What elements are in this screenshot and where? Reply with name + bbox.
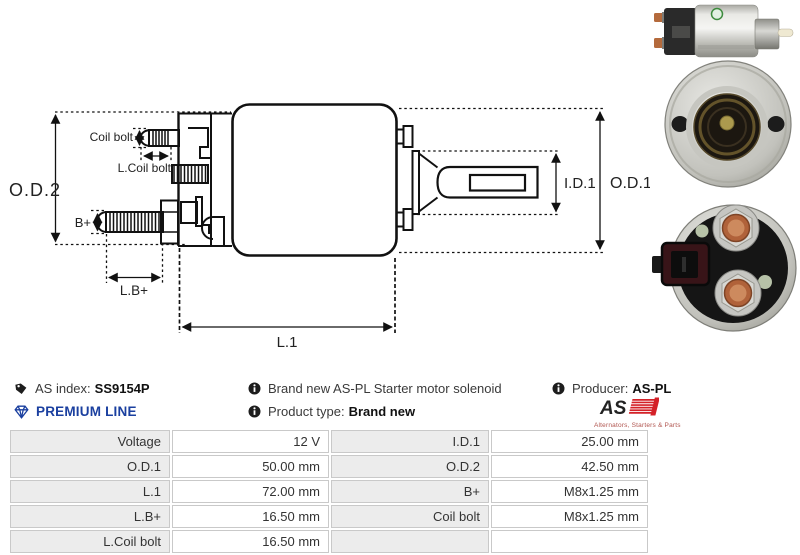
- diamond-icon: [14, 405, 29, 419]
- dim-label-id1: I.D.1: [564, 175, 596, 192]
- plunger-shaft-outline: [436, 165, 539, 199]
- dimension-diagram: O.D.2 Coil bolt L.Coil bolt B+ L.B+ L.1 …: [9, 103, 650, 351]
- spec-label-od1: O.D.1: [10, 455, 170, 478]
- brand-logo: AS Alternators, Starters & Parts: [594, 397, 681, 429]
- producer-row: Producer:AS-PL: [552, 381, 671, 396]
- spec-value-id1: 25.00 mm: [491, 430, 648, 453]
- spec-label-b-plus: B+: [331, 480, 489, 503]
- spec-table: Voltage 12 V I.D.1 25.00 mm O.D.1 50.00 …: [10, 430, 648, 553]
- as-index-row: AS index:SS9154P: [14, 381, 150, 396]
- spec-value-l-coil-bolt: 16.50 mm: [172, 530, 329, 553]
- dim-label-l-coil-bolt: L.Coil bolt: [118, 161, 172, 175]
- product-type-value: Brand new: [348, 404, 416, 419]
- dim-label-coil-bolt: Coil bolt: [90, 130, 134, 144]
- spec-label-id1: I.D.1: [331, 430, 489, 453]
- photo-solenoid-back: [652, 204, 797, 332]
- spec-value-voltage: 12 V: [172, 430, 329, 453]
- spec-value-od2: 42.50 mm: [491, 455, 648, 478]
- dim-label-od1: O.D.1: [610, 175, 650, 192]
- product-photos: [652, 4, 797, 332]
- producer-value: AS-PL: [632, 381, 672, 396]
- info-icon: [248, 405, 261, 418]
- dim-label-l1: L.1: [277, 334, 298, 351]
- spec-label-l-b-plus: L.B+: [10, 505, 170, 528]
- spec-label-coil-bolt: Coil bolt: [331, 505, 489, 528]
- product-type-label: Product type:: [268, 404, 345, 419]
- solenoid-body-outline: [231, 103, 398, 257]
- spec-label-od2: O.D.2: [331, 455, 489, 478]
- photo-flange-front: [664, 60, 792, 188]
- info-icon: [552, 382, 565, 395]
- spec-label-voltage: Voltage: [10, 430, 170, 453]
- description-row: Brand new AS-PL Starter motor solenoid: [248, 381, 502, 396]
- product-type-row: Product type:Brand new: [248, 404, 415, 419]
- tag-icon: [15, 382, 27, 394]
- spec-value-b-plus: M8x1.25 mm: [491, 480, 648, 503]
- spec-value-empty: [491, 530, 648, 553]
- as-logo-text: AS: [599, 398, 627, 419]
- premium-line-label: PREMIUM LINE: [36, 404, 137, 419]
- dim-label-l-b-plus: L.B+: [120, 283, 148, 298]
- premium-line-row: PREMIUM LINE: [14, 404, 137, 419]
- spec-value-od1: 50.00 mm: [172, 455, 329, 478]
- dim-label-b-plus: B+: [75, 215, 91, 230]
- photo-solenoid-side: [654, 4, 794, 58]
- spec-value-coil-bolt: M8x1.25 mm: [491, 505, 648, 528]
- spec-label-empty: [331, 530, 489, 553]
- product-description: Brand new AS-PL Starter motor solenoid: [268, 381, 502, 396]
- info-icon: [248, 382, 261, 395]
- spec-value-l-b-plus: 16.50 mm: [172, 505, 329, 528]
- dim-label-od2: O.D.2: [9, 180, 61, 200]
- spec-label-l-coil-bolt: L.Coil bolt: [10, 530, 170, 553]
- as-logo-caption: Alternators, Starters & Parts: [594, 422, 681, 429]
- as-index-value: SS9154P: [94, 381, 150, 396]
- producer-label: Producer:: [572, 381, 629, 396]
- as-index-label: AS index:: [35, 381, 91, 396]
- as-logo-icon: AS: [599, 397, 660, 419]
- spec-label-l1: L.1: [10, 480, 170, 503]
- spec-value-l1: 72.00 mm: [172, 480, 329, 503]
